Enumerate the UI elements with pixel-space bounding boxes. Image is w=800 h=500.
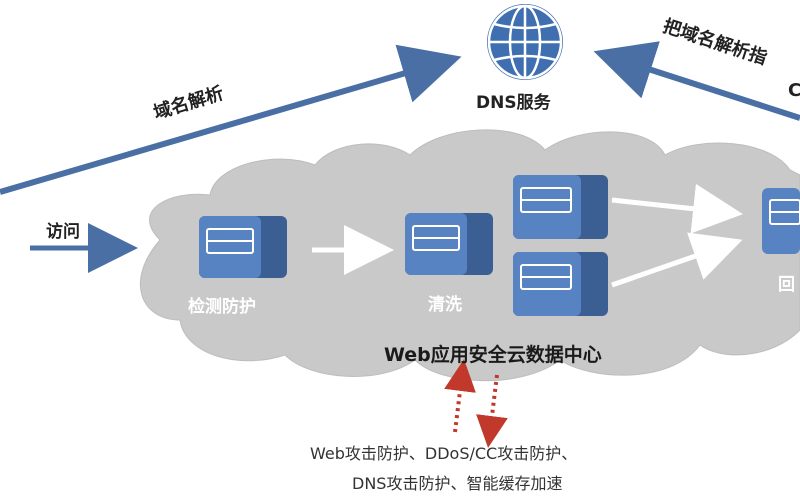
features-line-2: DNS攻击防护、智能缓存加速 — [352, 474, 563, 493]
server-icon-clean-bottom — [513, 252, 608, 316]
arrow-domain-resolution — [0, 44, 462, 195]
server-icon-clean-top — [513, 175, 608, 239]
arrow-clean-to-return-bottom — [611, 232, 743, 288]
arrow-clean-to-return-top — [611, 183, 743, 234]
datacenter-title: Web应用安全云数据中心 — [384, 344, 602, 366]
globe-icon — [487, 4, 563, 80]
label-visit: 访问 — [46, 222, 80, 242]
label-detect-protect: 检测防护 — [188, 297, 256, 317]
label-return-source: 回 — [778, 275, 795, 295]
dns-label: DNS服务 — [476, 93, 551, 113]
label-clean: 清洗 — [428, 295, 462, 315]
server-icon-clean — [405, 213, 493, 275]
features-line-1: Web攻击防护、DDoS/CC攻击防护、 — [310, 444, 578, 463]
dotted-arrow-up — [444, 359, 476, 433]
label-point-domain-tail: C — [788, 80, 800, 101]
server-icon-detect — [199, 216, 287, 278]
arrow-point-domain — [593, 41, 800, 121]
dotted-arrow-down — [476, 374, 508, 448]
server-icon-return — [762, 188, 800, 254]
